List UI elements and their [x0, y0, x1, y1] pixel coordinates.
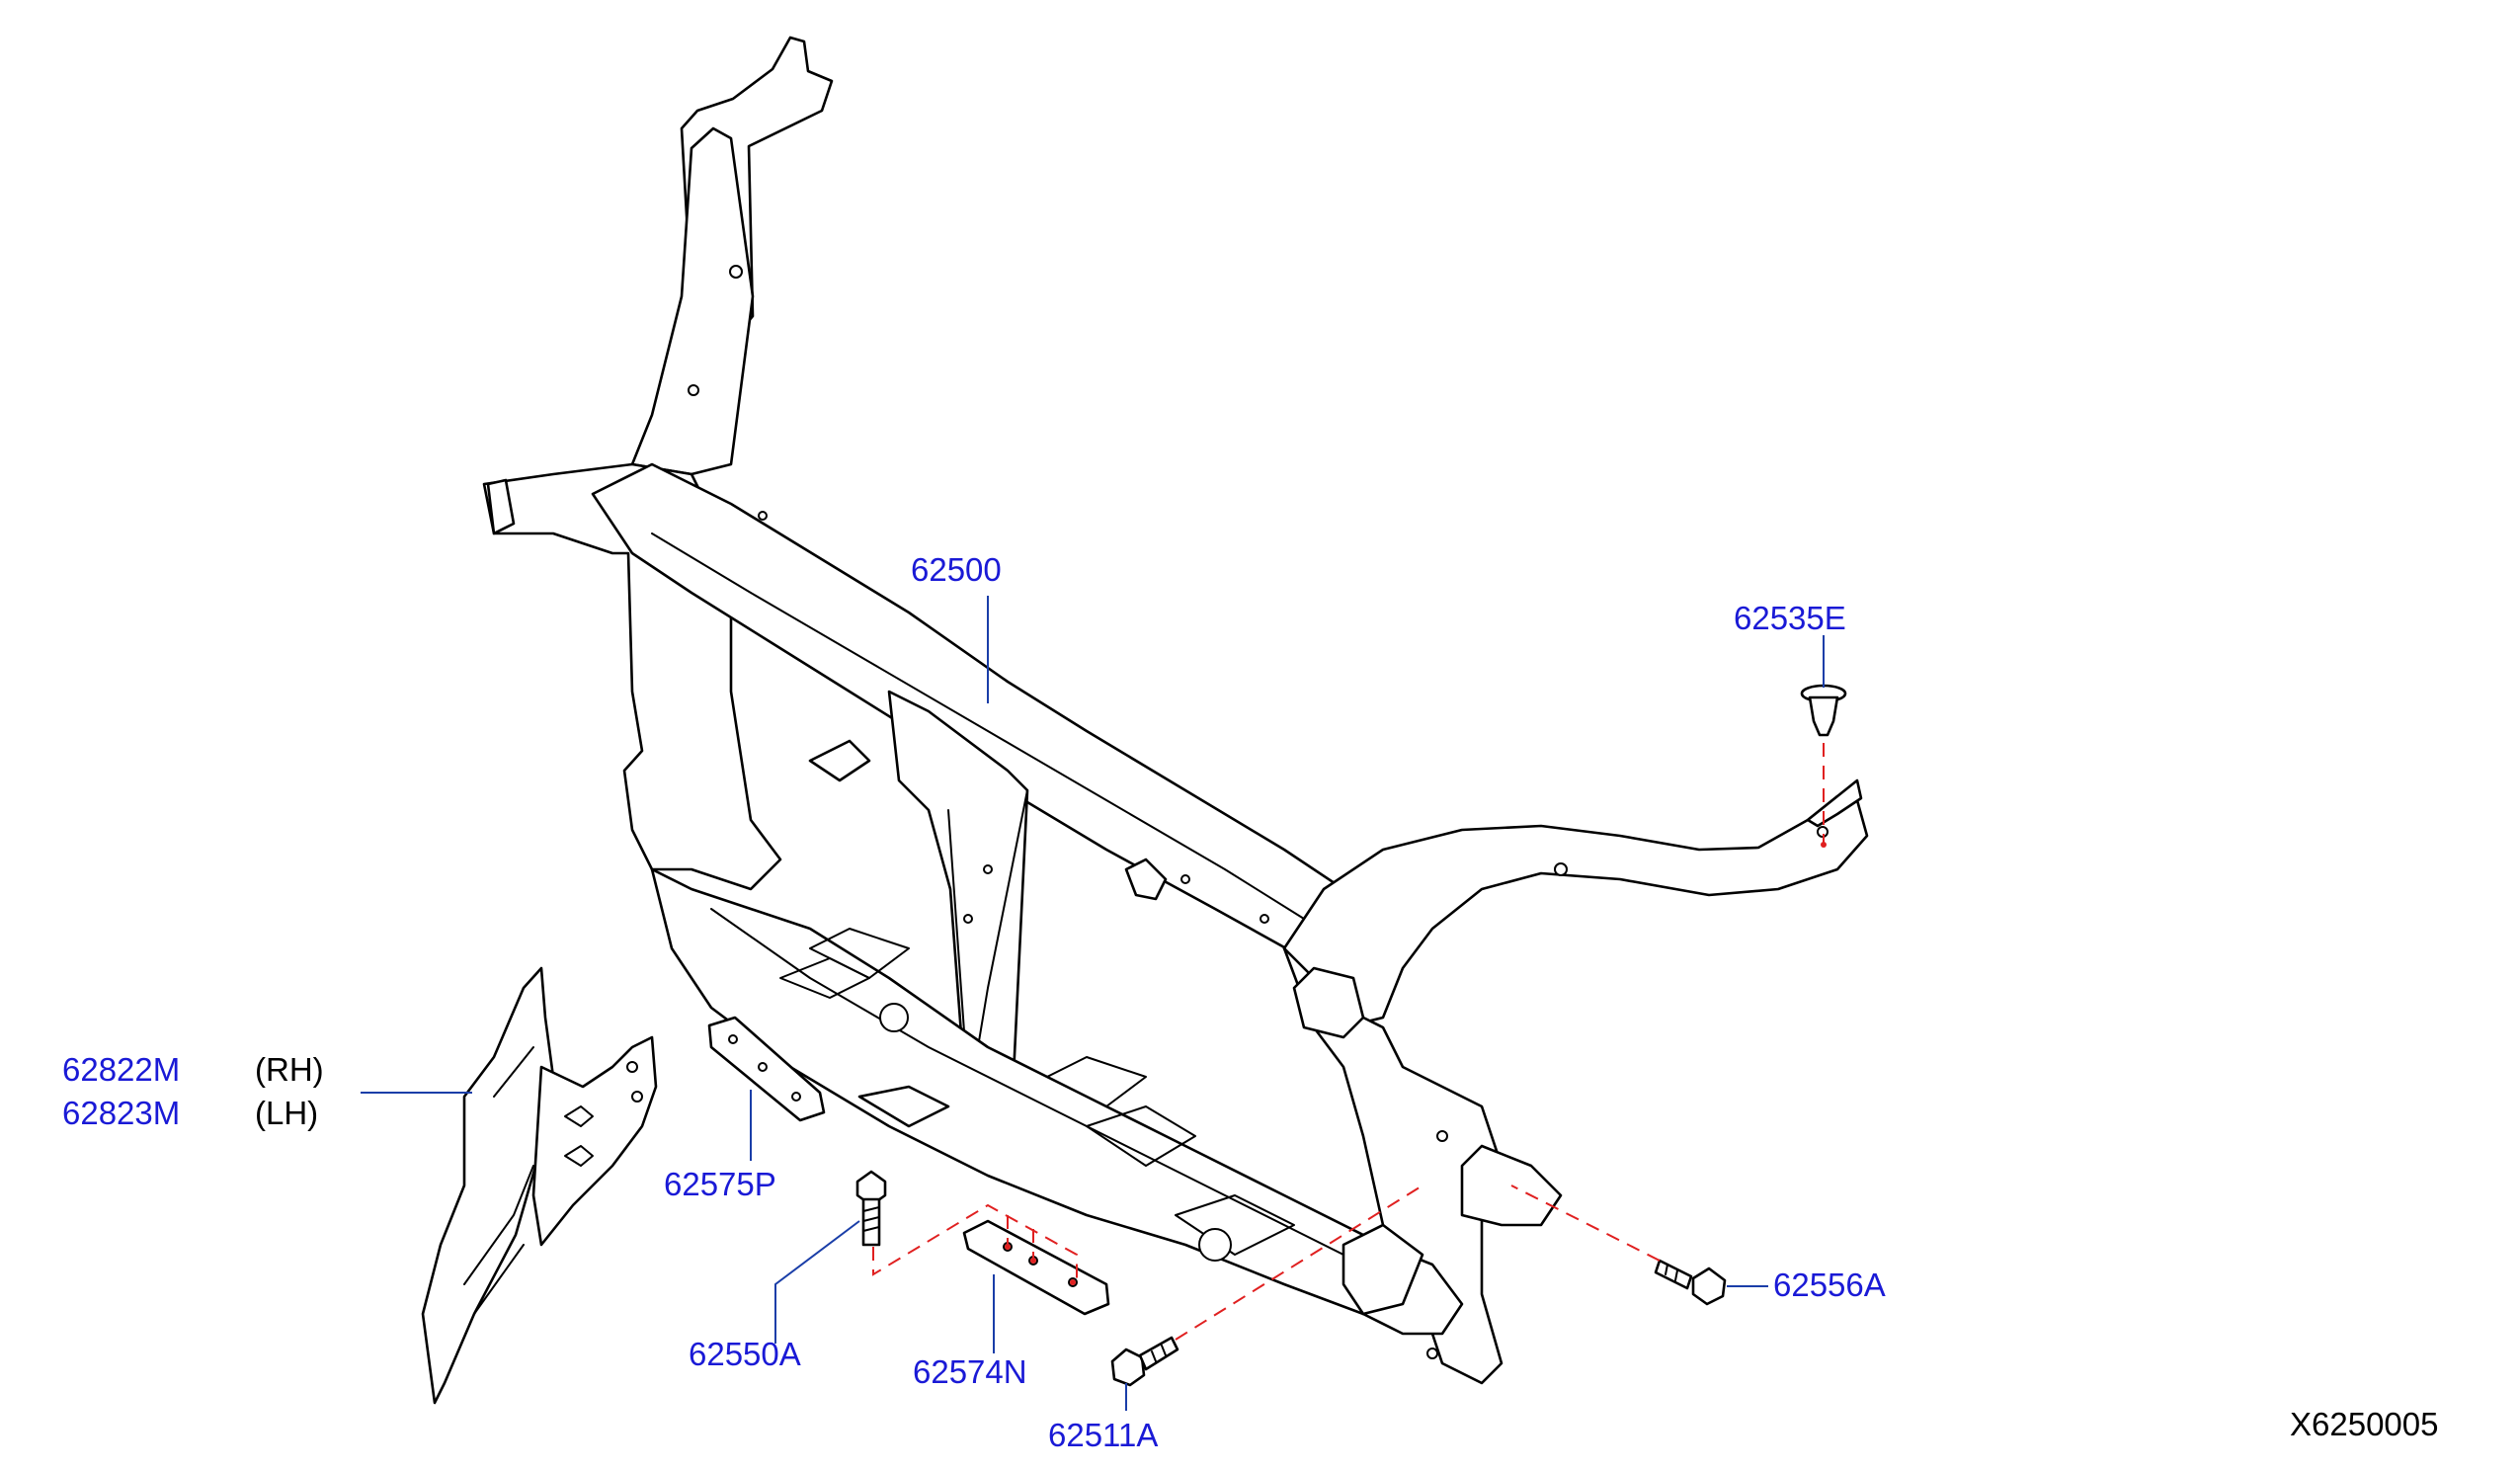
clip-62535E-icon[interactable]	[1800, 684, 1847, 737]
leader-lines	[361, 596, 1825, 1411]
installation-guides	[872, 743, 1827, 1341]
plate-62574N[interactable]	[962, 1219, 1110, 1316]
bolt-62556A-icon[interactable]	[1654, 1259, 1727, 1306]
plate-62575P[interactable]	[707, 1016, 826, 1122]
part-number-62574N[interactable]: 62574N	[913, 1353, 1027, 1390]
side-label-lh: (LH)	[255, 1095, 319, 1131]
part-number-62822M[interactable]: 62822M	[62, 1051, 181, 1088]
part-number-62511A[interactable]: 62511A	[1048, 1417, 1159, 1453]
side-label-rh: (RH)	[255, 1051, 324, 1088]
bolt-62550A-icon[interactable]	[855, 1170, 887, 1247]
diagram-code: X6250005	[2290, 1406, 2439, 1442]
air-guide-panel[interactable]	[421, 966, 658, 1405]
part-number-62823M[interactable]: 62823M	[62, 1095, 181, 1131]
bolt-62511A-icon[interactable]	[1110, 1336, 1179, 1387]
part-number-62500[interactable]: 62500	[911, 551, 1002, 588]
part-number-62556A[interactable]: 62556A	[1773, 1267, 1886, 1303]
part-number-62550A[interactable]: 62550A	[689, 1336, 801, 1372]
part-number-62575P[interactable]: 62575P	[664, 1166, 776, 1202]
radiator-core-support[interactable]	[482, 36, 1869, 1385]
part-number-62535E[interactable]: 62535E	[1734, 600, 1846, 636]
